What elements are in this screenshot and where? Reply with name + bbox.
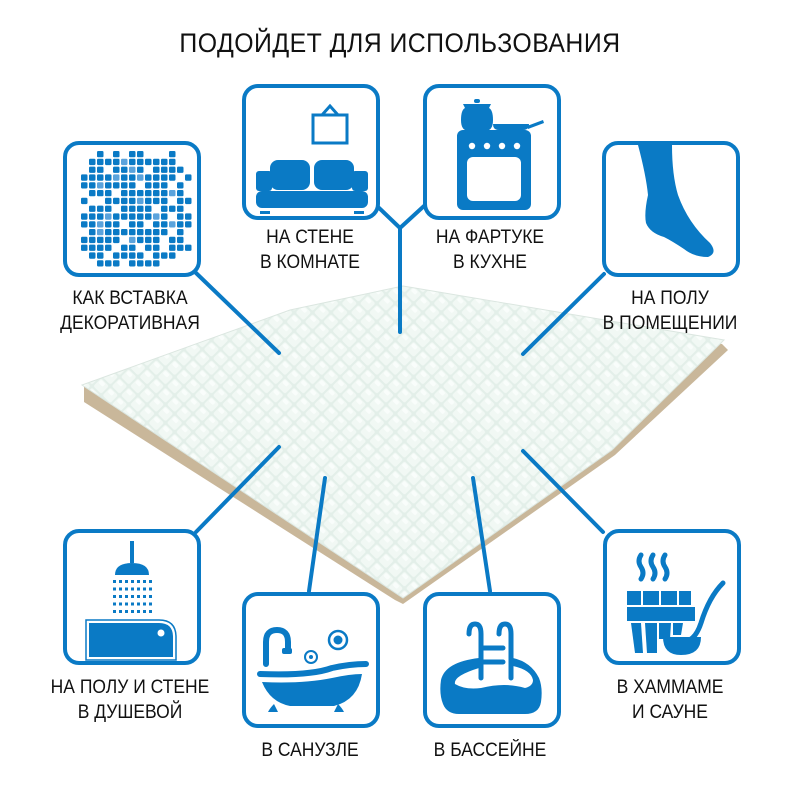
use-label-room-wall: НА СТЕНЕ В КОМНАТЕ — [260, 227, 360, 273]
sofa-picture-icon — [256, 103, 368, 214]
stove-icon — [457, 99, 544, 210]
use-box-pool — [423, 592, 561, 728]
use-label-bathroom: В САНУЗЛЕ — [261, 740, 359, 761]
use-box-bathroom — [242, 592, 380, 728]
use-label-decor-insert: КАК ВСТАВКА ДЕКОРАТИВНАЯ — [60, 288, 200, 334]
page-title: ПОДОЙДЕТ ДЛЯ ИСПОЛЬЗОВАНИЯ — [179, 28, 621, 58]
use-label-kitchen-backsplash: НА ФАРТУКЕ В КУХНЕ — [435, 227, 545, 273]
connector-lines — [193, 204, 606, 593]
bathtub-icon — [257, 626, 369, 712]
use-box-sauna — [603, 529, 741, 665]
use-box-indoor-floor — [602, 141, 740, 277]
use-box-shower — [63, 529, 201, 665]
use-box-decor-insert — [63, 141, 201, 277]
use-label-indoor-floor: НА ПОЛУ В ПОМЕЩЕНИИ — [602, 288, 738, 334]
use-label-pool: В БАССЕЙНЕ — [433, 740, 547, 761]
mosaic-pattern-icon — [81, 151, 192, 267]
use-label-shower: НА ПОЛУ И СТЕНЕ В ДУШЕВОЙ — [50, 677, 210, 723]
shower-icon — [85, 541, 177, 661]
foot-icon — [638, 145, 714, 257]
use-box-kitchen-backsplash — [423, 84, 561, 220]
pool-icon — [440, 621, 542, 714]
mosaic-sheet — [80, 285, 728, 604]
use-label-sauna: В ХАММАМЕ И САУНЕ — [616, 677, 724, 723]
sauna-bucket-icon — [627, 552, 726, 655]
use-box-room-wall — [242, 84, 380, 220]
